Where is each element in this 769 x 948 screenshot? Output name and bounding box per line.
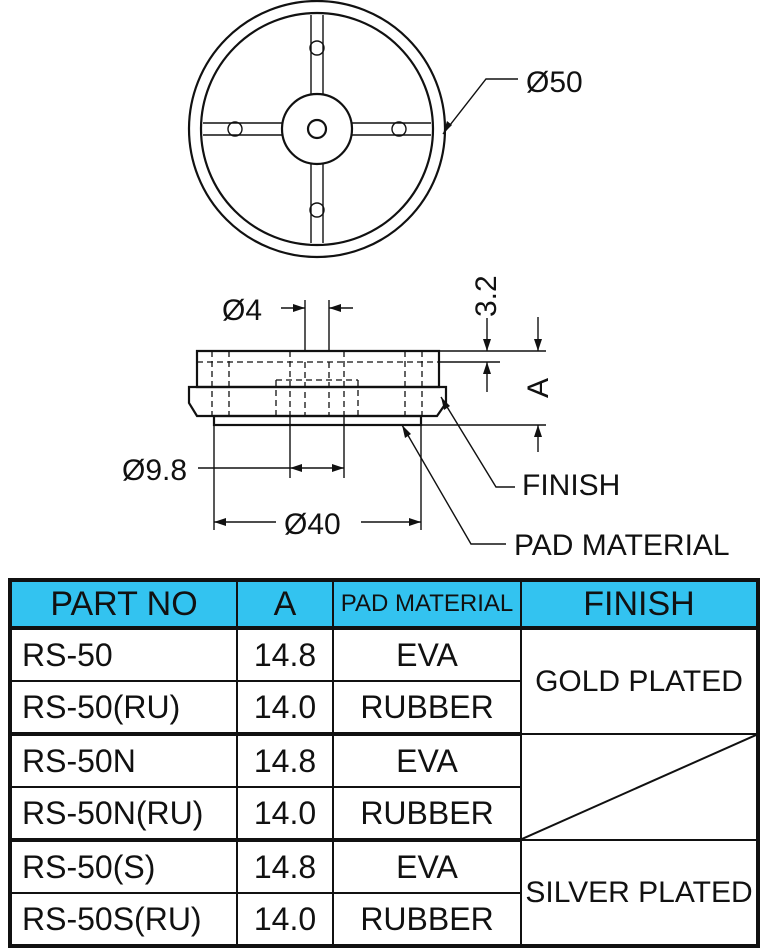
cell-finish-none (520, 733, 759, 841)
cell-pad-material: RUBBER (332, 786, 522, 842)
dim-boss-diameter: Ø9.8 (122, 454, 187, 487)
spec-table: PART NO A PAD MATERIAL FINISH RS-50 14.8… (8, 578, 760, 948)
header-pad-material: PAD MATERIAL (332, 579, 522, 630)
rib-hole (309, 40, 325, 56)
technical-drawing: Ø50 Ø4 3.2 (122, 0, 730, 562)
cell-pad-material: RUBBER (332, 680, 522, 736)
rib-hole (391, 121, 407, 137)
cell-a: 14.0 (236, 786, 334, 842)
cell-pad-material: RUBBER (332, 892, 522, 947)
rib-hole (309, 202, 325, 218)
cell-part-no: RS-50N(RU) (9, 786, 238, 842)
cell-finish-silver: SILVER PLATED (520, 839, 759, 947)
diagonal-slash (522, 735, 756, 839)
header-part-no: PART NO (9, 579, 238, 630)
cell-finish-gold: GOLD PLATED (520, 627, 759, 735)
dim-outer-diameter: Ø50 (526, 66, 583, 99)
cell-a: 14.8 (236, 733, 334, 788)
table-row: RS-50(S) 14.8 EVA SILVER PLATED (9, 839, 759, 947)
cell-part-no: RS-50 (9, 627, 238, 682)
cell-a: 14.8 (236, 627, 334, 682)
table-header: PART NO A PAD MATERIAL FINISH (9, 579, 759, 630)
table-row: RS-50 14.8 EVA GOLD PLATED (9, 627, 759, 735)
cell-pad-material: EVA (332, 627, 522, 682)
cell-pad-material: EVA (332, 733, 522, 788)
cell-a: 14.0 (236, 892, 334, 947)
rib-hole (227, 121, 243, 137)
finish-callout: FINISH (522, 469, 620, 502)
table-row: RS-50S(RU) 14.0 RUBBER (9, 892, 758, 947)
pad-material-callout: PAD MATERIAL (514, 529, 730, 562)
top-view: Ø50 (187, 0, 583, 259)
dim-hole-diameter: Ø4 (222, 294, 262, 327)
side-view: Ø4 3.2 A Ø9.8 Ø40 FINISH (122, 275, 730, 562)
table-row: RS-50N(RU) 14.0 RUBBER (9, 786, 758, 842)
table-row: RS-50N 14.8 EVA (9, 733, 759, 841)
cell-a: 14.8 (236, 839, 334, 894)
center-hole (306, 118, 328, 140)
hub-circle (280, 92, 354, 166)
dim-height: A (522, 378, 555, 398)
cell-part-no: RS-50(RU) (9, 680, 238, 736)
cell-a: 14.0 (236, 680, 334, 736)
header-finish: FINISH (520, 579, 759, 630)
dim-base-diameter: Ø40 (284, 508, 341, 541)
cell-part-no: RS-50N (9, 733, 238, 788)
dim-thickness: 3.2 (470, 275, 503, 317)
cell-pad-material: EVA (332, 839, 522, 894)
header-a: A (236, 579, 334, 630)
table-row: RS-50(RU) 14.0 RUBBER (9, 680, 758, 736)
cell-part-no: RS-50S(RU) (9, 892, 238, 947)
cell-part-no: RS-50(S) (9, 839, 238, 894)
inner-rim-circle (199, 11, 435, 247)
